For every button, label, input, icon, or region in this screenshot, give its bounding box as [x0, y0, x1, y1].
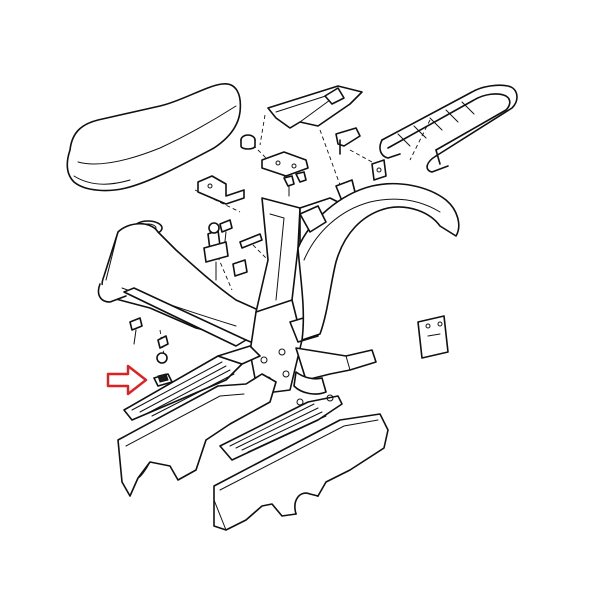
- fuel-tap: [203, 222, 229, 281]
- left-side-panel: [117, 373, 277, 497]
- seat: [66, 83, 242, 192]
- bolts-and-fasteners: [129, 171, 307, 364]
- rear-mudguard: [297, 182, 460, 341]
- seat-bracket: [261, 127, 361, 177]
- right-footboard: [219, 394, 343, 461]
- rear-rack: [379, 84, 518, 173]
- left-footboard: [123, 345, 261, 421]
- seat-rubber: [240, 134, 256, 150]
- side-brackets: [197, 159, 387, 205]
- frame: [97, 179, 357, 395]
- engine-mount: [293, 347, 377, 395]
- pointer-arrow: [106, 364, 148, 396]
- right-side-panel: [213, 413, 389, 531]
- seat-tray: [267, 85, 363, 129]
- decal-plate: [417, 315, 449, 359]
